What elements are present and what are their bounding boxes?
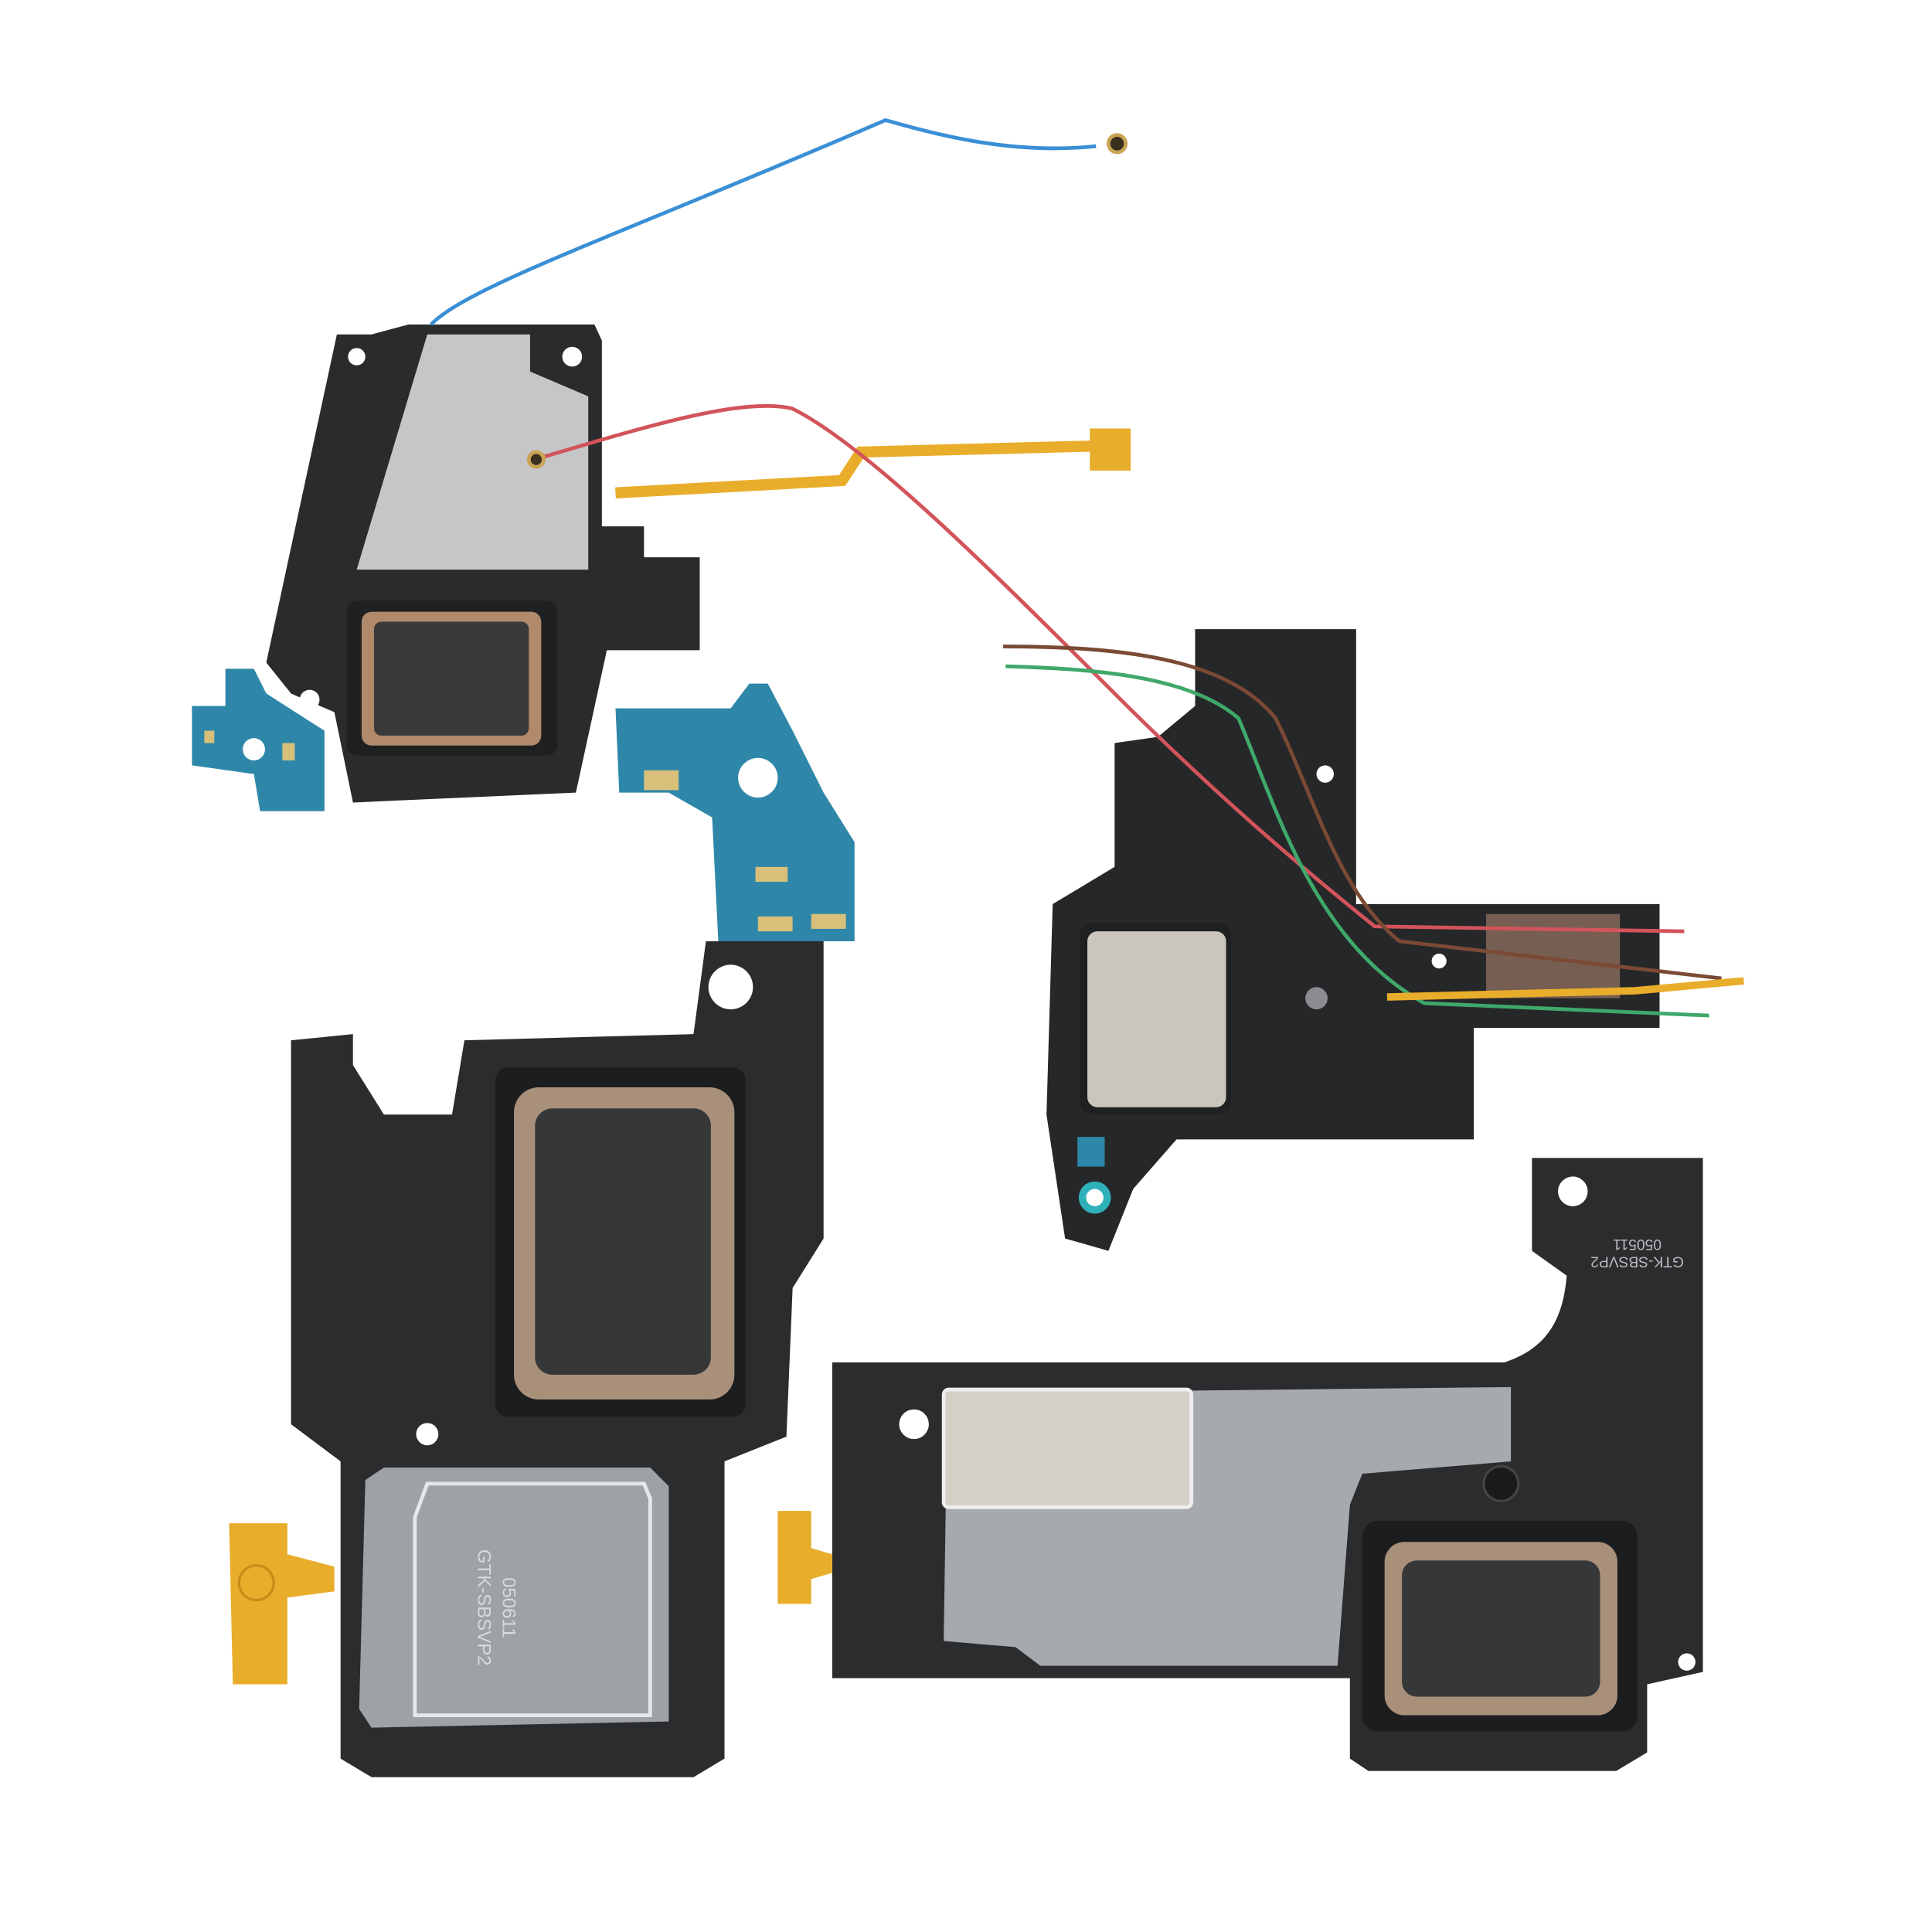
yellow-flex-right xyxy=(1386,977,1744,1001)
serial-label: 050611 xyxy=(498,1577,519,1638)
red-antenna-cable xyxy=(538,403,1685,934)
bottom-left-flex xyxy=(229,1523,335,1685)
bottom-right-speaker-module: GTK-SBSVP2 050511 xyxy=(832,1158,1703,1771)
red-cable-connector xyxy=(526,450,546,469)
part-code-label: GTK-SBSVP2 xyxy=(474,1549,495,1666)
blue-antenna-cable xyxy=(429,117,1097,326)
blue-cable-connector xyxy=(1106,133,1128,155)
part-code-label: GTK-SBSVP2 xyxy=(1590,1253,1684,1270)
right-middle-speaker-module xyxy=(1046,629,1660,1251)
middle-pcb xyxy=(615,683,855,941)
yellow-flex-cable xyxy=(615,440,1103,499)
bottom-right-flex xyxy=(777,1511,832,1604)
serial-label: 050511 xyxy=(1613,1236,1662,1252)
brown-antenna-cable xyxy=(1003,645,1722,981)
green-antenna-cable xyxy=(1005,664,1709,1018)
yellow-flex-pad xyxy=(1090,428,1131,471)
bottom-left-speaker-module: GTK-SBSVP2 050611 xyxy=(291,940,824,1777)
top-left-pcb xyxy=(192,668,325,811)
